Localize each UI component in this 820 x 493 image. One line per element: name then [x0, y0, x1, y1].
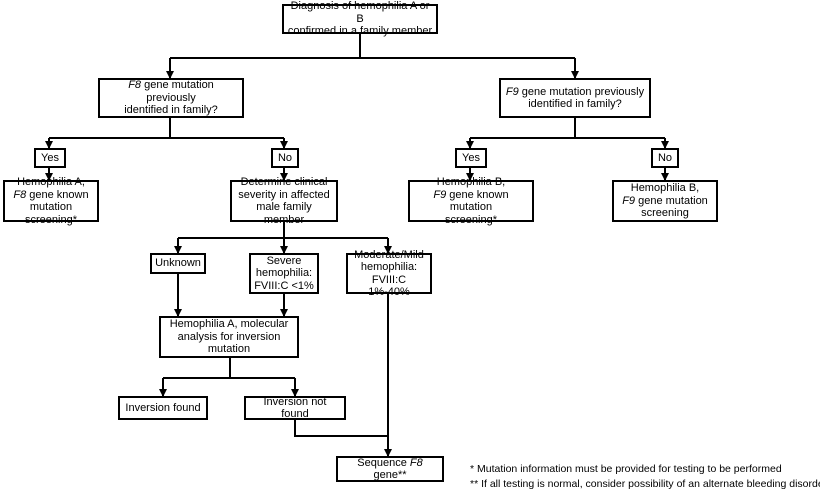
node-yes-a: Yes	[34, 148, 66, 168]
f8-gene-italic: F8	[409, 456, 423, 469]
node-no-b-label: No	[657, 151, 673, 164]
node-yes-a-label: Yes	[41, 151, 59, 164]
node-unknown: Unknown	[150, 253, 206, 274]
node-no-a-label: No	[277, 151, 293, 164]
node-unknown-label: Unknown	[155, 257, 201, 270]
node-molecular-analysis-line3: mutation	[207, 343, 251, 356]
node-f9-question: F9 gene mutation previously identified i…	[499, 78, 651, 118]
f9-question-rest: gene mutation previously	[518, 85, 645, 98]
footnote-normal-testing: ** If all testing is normal, consider po…	[470, 478, 820, 490]
sequence-post: gene**	[373, 469, 407, 481]
node-diagnosis-line1: Diagnosis of hemophilia A or B	[290, 0, 430, 25]
node-f9-question-line1: F9 gene mutation previously	[506, 86, 644, 99]
node-inversion-not-found-label: Inversion not found	[263, 395, 327, 421]
node-hemophilia-b-known-line2: F9 gene known mutation	[413, 189, 529, 214]
node-severe: Severe hemophilia: FVIII:C <1%	[249, 253, 319, 294]
node-hemophilia-b-mutation-line2: F9 gene mutation	[622, 195, 708, 208]
node-hemophilia-b-mutation: Hemophilia B, F9 gene mutation screening	[612, 180, 718, 222]
node-sequence-f8-label: Sequence F8 gene**	[341, 457, 439, 482]
node-inversion-found: Inversion found	[118, 396, 208, 420]
node-hemophilia-b-known-line3: screening*	[445, 213, 497, 226]
node-hemophilia-b-known-line1: Hemophilia B,	[436, 176, 506, 188]
hemophilia-b-mutation-rest: gene mutation	[635, 194, 708, 207]
node-determine-severity: Determine clinical severity in affected …	[230, 176, 338, 226]
node-severe-line2: hemophilia:	[255, 267, 313, 280]
f8-gene-italic: F8	[128, 79, 142, 92]
node-no-b: No	[651, 148, 679, 168]
node-moderate-mild-line1: Moderate/Mild	[354, 248, 424, 261]
node-molecular-analysis: Hemophilia A, molecular analysis for inv…	[159, 316, 299, 358]
node-f8-question-line1: F8 gene mutation previously	[103, 79, 239, 104]
node-determine-severity-line1: Determine clinical	[240, 176, 328, 188]
node-hemophilia-a-known: Hemophilia A, F8 gene known mutation scr…	[3, 176, 99, 226]
node-hemophilia-b-mutation-line1: Hemophilia B,	[630, 182, 700, 195]
edge-invnf-route	[294, 420, 388, 437]
node-moderate-mild: Moderate/Mild hemophilia: FVIII:C 1%-40%	[346, 249, 432, 298]
node-inversion-found-label: Inversion found	[125, 401, 201, 414]
f8-gene-italic: F8	[13, 188, 27, 201]
node-moderate-mild-line3: FVIII:C 1%-40%	[368, 273, 410, 299]
node-hemophilia-a-known-line1: Hemophilia A,	[17, 176, 85, 188]
node-inversion-not-found: Inversion not found	[244, 396, 346, 420]
node-f8-question: F8 gene mutation previously identified i…	[98, 78, 244, 118]
f9-gene-italic: F9	[622, 194, 636, 207]
node-severe-line1: Severe	[266, 254, 302, 267]
node-yes-b-label: Yes	[462, 151, 480, 164]
node-severe-line3: FVIII:C <1%	[254, 279, 314, 292]
node-hemophilia-b-known: Hemophilia B, F9 gene known mutation scr…	[408, 176, 534, 226]
footnote-mutation-info: * Mutation information must be provided …	[470, 463, 782, 475]
hemophilia-a-known-rest: gene known	[26, 188, 89, 201]
node-f9-question-line2: identified in family?	[528, 98, 622, 110]
node-f8-question-line2: identified in family?	[124, 104, 218, 117]
node-hemophilia-a-known-line3: mutation screening*	[25, 201, 77, 226]
node-yes-b: Yes	[455, 148, 487, 168]
node-molecular-analysis-line1: Hemophilia A, molecular	[169, 318, 289, 331]
node-molecular-analysis-line2: analysis for inversion	[177, 330, 281, 343]
node-moderate-mild-line2: hemophilia:	[360, 261, 418, 273]
node-diagnosis-line2: confirmed in a family member	[287, 25, 433, 38]
node-sequence-f8: Sequence F8 gene**	[336, 456, 444, 482]
f8-question-rest: gene mutation previously	[141, 79, 214, 104]
node-determine-severity-line2: severity in affected	[238, 188, 330, 201]
f9-gene-italic: F9	[433, 188, 447, 201]
f9-gene-italic: F9	[505, 85, 519, 98]
node-no-a: No	[271, 148, 299, 168]
sequence-pre: Sequence	[357, 456, 410, 469]
node-hemophilia-b-mutation-line3: screening	[641, 207, 689, 220]
node-hemophilia-a-known-line2: F8 gene known	[8, 189, 94, 202]
node-determine-severity-line3: male family member	[256, 201, 312, 226]
hemophilia-b-known-rest: gene known mutation	[446, 188, 509, 214]
node-diagnosis: Diagnosis of hemophilia A or B confirmed…	[282, 0, 438, 37]
